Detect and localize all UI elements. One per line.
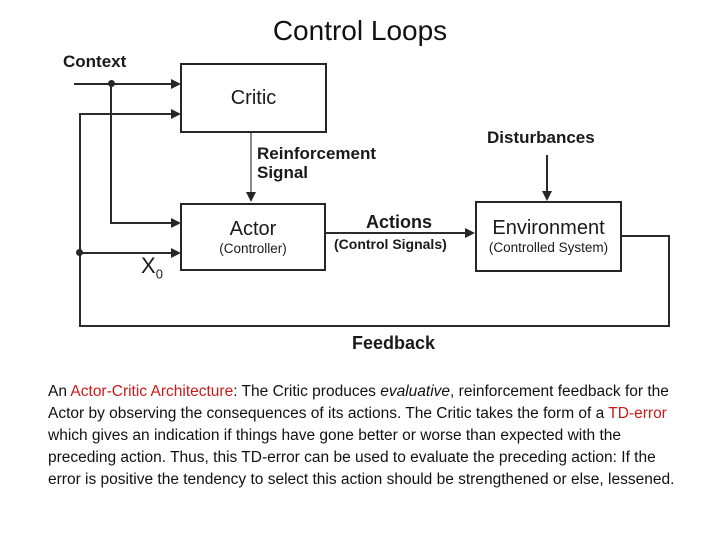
slide-title: Control Loops (272, 15, 448, 46)
disturbances-connector (546, 155, 548, 192)
arrowhead-down-icon (246, 192, 256, 202)
actions-connector (326, 232, 466, 234)
arrowhead-right-icon (171, 109, 181, 119)
context-to-actor-connector-h (110, 222, 172, 224)
paragraph-highlight-actor-critic: Actor-Critic Architecture (70, 383, 234, 400)
paragraph-text: An (48, 383, 71, 400)
arrowhead-right-icon (465, 228, 475, 238)
body-paragraph: An Actor-Critic Architecture: The Critic… (48, 381, 680, 491)
feedback-right-connector (668, 235, 670, 327)
feedback-label: Feedback (352, 333, 436, 353)
disturbances-label: Disturbances (487, 128, 595, 147)
reinforcement-connector (250, 133, 252, 193)
reinforcement-signal-label: Reinforcement Signal (257, 144, 377, 183)
paragraph-text: : The Critic produces (233, 383, 381, 400)
context-to-actor-connector (110, 84, 112, 223)
actor-box-title: Actor (229, 217, 277, 240)
environment-box-subtitle: (Controlled System) (488, 240, 609, 256)
feedback-bottom-connector (79, 325, 670, 327)
actions-sublabel: (Control Signals) (334, 236, 447, 252)
feedback-riser-connector (79, 114, 81, 326)
environment-box-title: Environment (492, 217, 605, 240)
junction-dot (108, 80, 115, 87)
context-label: Context (63, 52, 127, 71)
actor-box-subtitle: (Controller) (219, 240, 287, 256)
arrowhead-down-icon (542, 191, 552, 201)
critic-box-title: Critic (230, 87, 277, 109)
context-connector (74, 83, 172, 85)
arrowhead-right-icon (171, 248, 181, 258)
x0-label: X0 (141, 253, 163, 282)
actions-label: Actions (366, 212, 433, 232)
feedback-to-critic-connector (79, 113, 172, 115)
actor-box: Actor (Controller) (180, 203, 326, 271)
paragraph-italic-evaluative: evaluative (380, 383, 451, 400)
environment-exit-connector (622, 235, 670, 237)
arrowhead-right-icon (171, 79, 181, 89)
environment-box: Environment (Controlled System) (475, 201, 622, 272)
paragraph-highlight-td-error: TD-error (608, 405, 667, 422)
state-to-actor-connector (79, 252, 172, 254)
critic-box: Critic (180, 63, 327, 133)
arrowhead-right-icon (171, 218, 181, 228)
paragraph-text: which gives an indication if things have… (48, 427, 675, 488)
paragraph-text: , reinforcement feedback for the Actor b… (48, 383, 669, 422)
